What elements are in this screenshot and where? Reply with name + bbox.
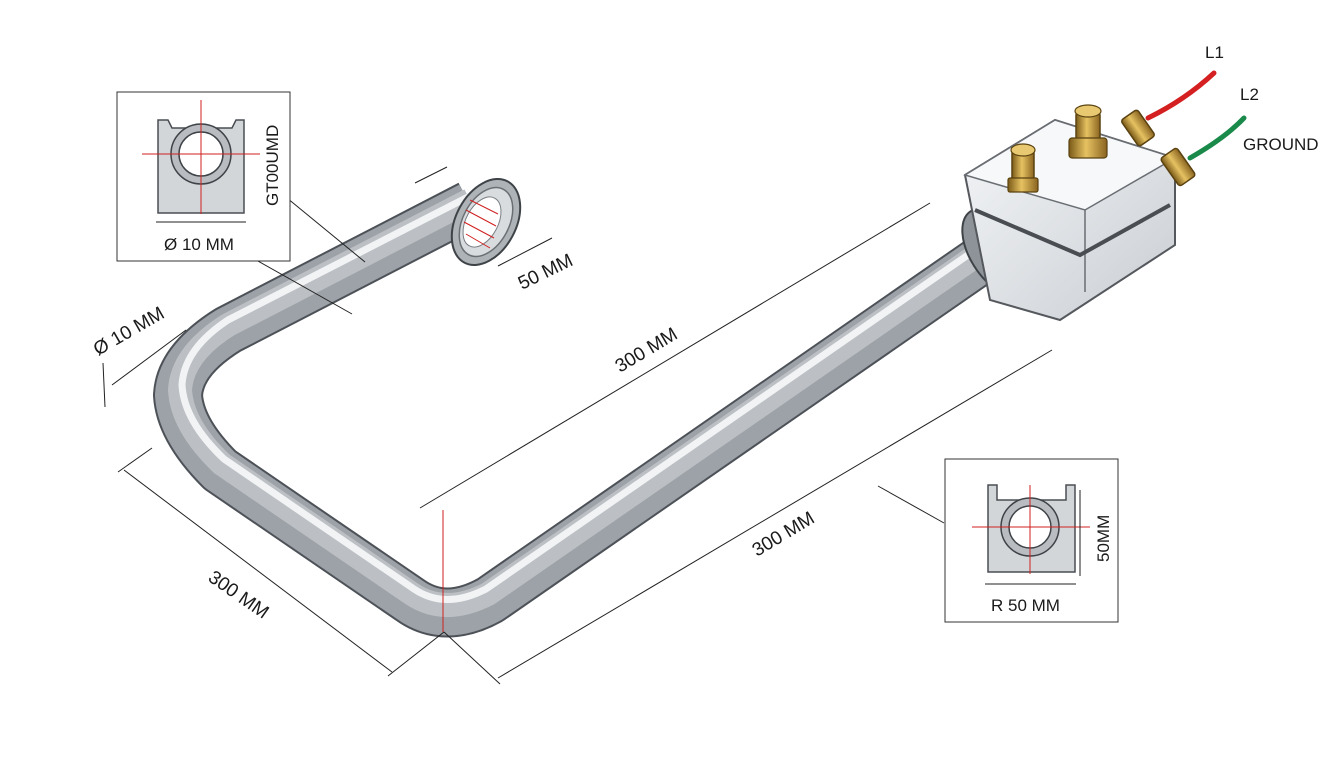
lower-length-label: 300 MM	[749, 508, 819, 561]
flange-length-label: 50 MM	[515, 250, 576, 294]
detail-view-top: Ø 10 MM GT00UMD	[116, 91, 291, 262]
terminal-posts	[1007, 104, 1196, 193]
lead-wires	[1145, 70, 1247, 161]
terminal-l1-label: L1	[1205, 43, 1224, 62]
detail-bottom-vertical-label: 50MM	[1094, 515, 1113, 562]
heating-tube	[153, 182, 1010, 638]
detail-bottom-radius-label: R 50 MM	[991, 596, 1060, 615]
upper-length-label: 300 MM	[612, 324, 682, 377]
terminal-box	[961, 118, 1177, 322]
dimension-lines	[102, 166, 1053, 685]
detail-top-diameter-label: Ø 10 MM	[164, 235, 234, 254]
detail-top-vertical-label: GT00UMD	[263, 125, 282, 206]
left-length-label: 300 MM	[204, 567, 272, 624]
detail-view-bottom: R 50 MM 50MM	[944, 458, 1119, 623]
terminal-ground-label: GROUND	[1243, 135, 1319, 154]
tube-flange	[450, 178, 522, 266]
terminal-l2-label: L2	[1240, 85, 1259, 104]
